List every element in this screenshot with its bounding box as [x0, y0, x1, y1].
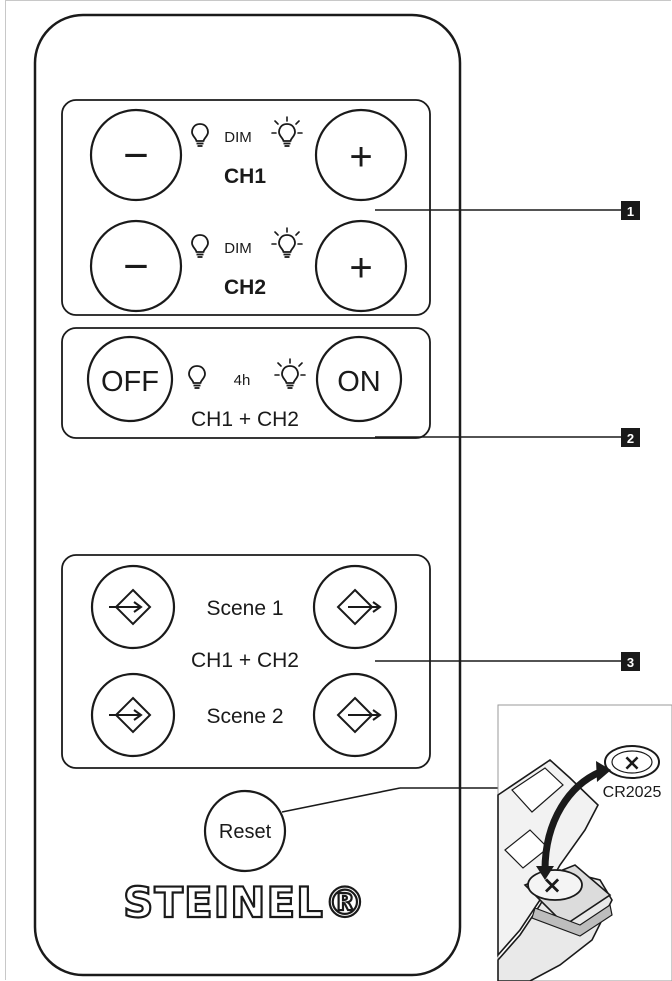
svg-text:×: ×: [542, 871, 562, 899]
ch1-plus-button[interactable]: +: [314, 108, 408, 202]
callout-1-number: 1: [627, 204, 634, 219]
on-button[interactable]: ON: [315, 335, 403, 423]
brand-logo-text: STEINEL®: [123, 878, 367, 927]
callout-1: 1: [375, 201, 640, 220]
group-onoff-box: [61, 327, 431, 439]
ch1-plus-label: +: [349, 135, 372, 179]
scene1-label: Scene 1: [206, 597, 283, 620]
ch2-minus-button[interactable]: −: [89, 219, 183, 313]
on-label: ON: [337, 366, 381, 398]
ch2-plus-label: +: [349, 246, 372, 290]
svg-text:×: ×: [623, 751, 641, 776]
battery-label: CR2025: [603, 784, 662, 801]
scene1-save-button[interactable]: [90, 564, 176, 650]
onoff-channels-label: CH1 + CH2: [191, 408, 299, 431]
ch1-minus-button[interactable]: −: [89, 108, 183, 202]
ch1-dim-label: DIM: [224, 129, 252, 146]
ch2-label: CH2: [224, 276, 266, 299]
callout-2-number: 2: [627, 431, 634, 446]
off-label: OFF: [101, 366, 159, 398]
scene2-save-button[interactable]: [90, 672, 176, 758]
reset-label: Reset: [219, 821, 272, 843]
battery-inset: × × CR2025: [497, 704, 672, 981]
timer-label: 4h: [234, 372, 251, 389]
scene1-recall-button[interactable]: [312, 564, 398, 650]
scene2-recall-button[interactable]: [312, 672, 398, 758]
figure-frame: [5, 0, 671, 980]
ch2-minus-label: −: [123, 242, 149, 291]
ch2-dim-label: DIM: [224, 240, 252, 257]
curved-arrow-icon: [536, 761, 611, 880]
scene2-label: Scene 2: [206, 705, 283, 728]
group-dim-box: [61, 99, 431, 316]
battery-icon: [527, 869, 583, 901]
reset-button[interactable]: Reset: [203, 789, 287, 873]
callout-2: 2: [375, 428, 640, 447]
scene-channels-label: CH1 + CH2: [191, 649, 299, 672]
callout-3-number: 3: [627, 655, 634, 670]
ch1-minus-label: −: [123, 131, 149, 180]
ch2-plus-button[interactable]: +: [314, 219, 408, 313]
brand-logo: STEINEL®: [122, 877, 367, 928]
off-button[interactable]: OFF: [86, 335, 174, 423]
ch1-label: CH1: [224, 165, 266, 188]
callout-3: 3: [375, 652, 640, 671]
